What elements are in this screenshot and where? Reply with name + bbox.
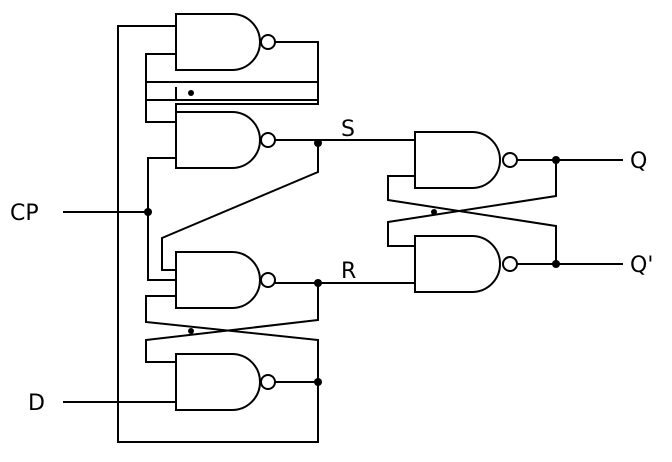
d-label: D: [28, 391, 45, 416]
nand-gate-5: [414, 131, 518, 189]
nand-gate-4: [175, 353, 276, 411]
cp-branch-up: [147, 157, 177, 213]
gate4-junction-dot: [314, 378, 322, 386]
nand-gate-6: [414, 235, 518, 293]
cross-wire-1: [145, 81, 177, 123]
slave-cross-b: [387, 175, 557, 265]
cp-branch-down: [147, 211, 177, 281]
junction-dot-top-cross: [188, 90, 194, 96]
nand-gate-3: [175, 251, 276, 309]
nand-gate-1: [175, 13, 276, 71]
gate3-gate4-cross-a: [145, 282, 319, 363]
q-label: Q: [630, 149, 647, 174]
junction-dot-bottom-cross: [188, 328, 194, 334]
cross-wire-2: [175, 81, 319, 113]
cp-label: CP: [10, 201, 39, 226]
r-label: R: [341, 259, 356, 284]
slave-cross-a: [387, 159, 557, 247]
junction-dot-slave-cross: [431, 209, 437, 215]
s-label: S: [341, 117, 355, 142]
q-bar-label: Q': [630, 253, 653, 278]
gate3-gate4-cross-b: [145, 295, 319, 383]
s-diagonal-feedback: [161, 142, 319, 271]
outer-feedback-wire: [117, 25, 319, 443]
gate1-output-wire: [145, 41, 319, 83]
nand-gate-2: [175, 111, 276, 169]
